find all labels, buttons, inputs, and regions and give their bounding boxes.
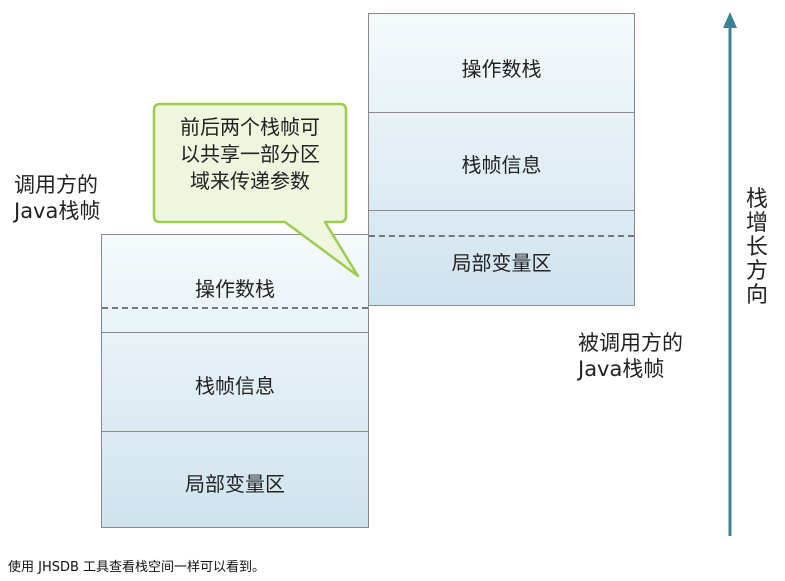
callee-divider-1 (369, 112, 634, 113)
callee-label-line1: 被调用方的 (578, 331, 683, 355)
caller-frame-info: 栈帧信息 (195, 374, 275, 398)
callout: 前后两个栈帧可 以共享一部分区 域来传递参数 (150, 100, 350, 225)
callee-frame-label: 被调用方的 Java栈帧 (578, 330, 683, 382)
callee-shared-boundary (369, 235, 634, 237)
growth-direction-label: 栈 增 长 方 向 (745, 188, 769, 308)
caption: 使用 JHSDB 工具查看栈空间一样可以看到。 (8, 560, 266, 575)
growth-char-1: 栈 (745, 187, 768, 212)
caller-divider-2 (102, 431, 368, 432)
caller-frame: 操作数栈 栈帧信息 局部变量区 (101, 234, 369, 528)
caller-divider-1 (102, 332, 368, 333)
callout-line1: 前后两个栈帧可 (180, 115, 320, 139)
caller-operand-stack: 操作数栈 (195, 277, 275, 301)
callout-text: 前后两个栈帧可 以共享一部分区 域来传递参数 (156, 114, 344, 195)
callee-local-vars: 局部变量区 (451, 251, 552, 275)
callee-operand-stack: 操作数栈 (461, 57, 542, 81)
callee-label-line2: Java栈帧 (578, 357, 665, 381)
caller-label-line2: Java栈帧 (14, 199, 101, 223)
caller-shared-boundary (102, 307, 368, 309)
growth-char-5: 向 (745, 283, 768, 308)
callee-frame: 操作数栈 栈帧信息 局部变量区 (368, 13, 635, 306)
callout-line2: 以共享一部分区 (180, 142, 320, 166)
callee-frame-info: 栈帧信息 (461, 153, 542, 177)
callout-line3: 域来传递参数 (190, 169, 310, 193)
caller-local-vars: 局部变量区 (185, 472, 285, 496)
growth-char-4: 方 (745, 259, 768, 284)
callout-bubble-shape (152, 102, 360, 278)
caller-label-line1: 调用方的 (14, 173, 98, 197)
growth-arrow (723, 12, 737, 536)
growth-char-2: 增 (745, 211, 768, 236)
growth-char-3: 长 (745, 235, 768, 260)
caller-frame-label: 调用方的 Java栈帧 (14, 172, 100, 224)
callee-divider-2 (369, 210, 634, 211)
